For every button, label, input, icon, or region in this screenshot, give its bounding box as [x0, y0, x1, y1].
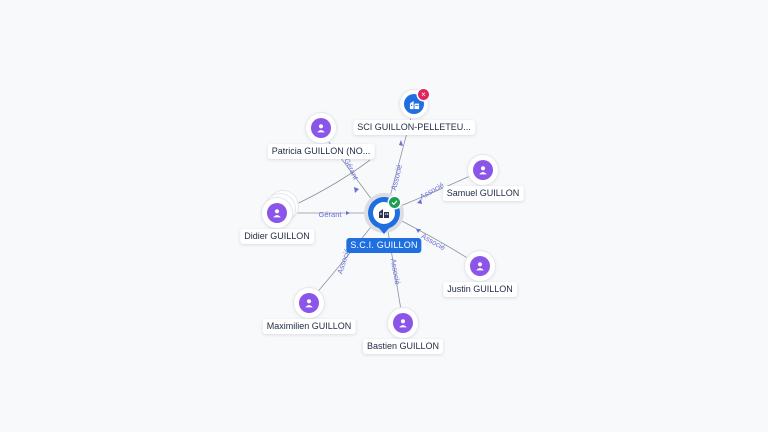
edge-label: Gérant — [319, 210, 343, 219]
person-avatar[interactable] — [468, 155, 498, 185]
person-icon — [393, 313, 413, 333]
person-avatar[interactable] — [306, 113, 336, 143]
edge-label: Associé — [389, 258, 402, 285]
closed-x-badge-icon: × — [418, 89, 429, 100]
person-icon — [311, 118, 331, 138]
person-avatar[interactable] — [262, 198, 292, 228]
pin-tip — [378, 227, 390, 234]
person-icon — [299, 293, 319, 313]
node-label[interactable]: Justin GUILLON — [443, 282, 517, 297]
building-icon — [373, 202, 395, 224]
node-label[interactable]: Patricia GUILLON (NO... — [267, 144, 375, 159]
node-label[interactable]: Samuel GUILLON — [442, 186, 524, 201]
node-label[interactable]: Bastien GUILLON — [362, 339, 444, 354]
check-badge-icon — [389, 197, 400, 208]
person-avatar[interactable] — [388, 308, 418, 338]
node-label[interactable]: SCI GUILLON-PELLETEU... — [353, 120, 475, 135]
edge-label: Associé — [420, 231, 447, 252]
node-label[interactable]: Didier GUILLON — [240, 229, 314, 244]
person-icon — [267, 203, 287, 223]
person-avatar[interactable] — [465, 251, 495, 281]
person-avatar[interactable] — [294, 288, 324, 318]
edge-label: Associé — [418, 180, 445, 201]
building-icon — [404, 94, 424, 114]
node-label[interactable]: Maximilien GUILLON — [262, 319, 356, 334]
company-avatar[interactable] — [400, 90, 428, 118]
edge-label: Gérant — [342, 157, 361, 182]
person-icon — [470, 256, 490, 276]
company-pin[interactable] — [368, 197, 400, 229]
edge-label: Associé — [389, 164, 404, 192]
person-icon — [473, 160, 493, 180]
center-label[interactable]: S.C.I. GUILLON — [346, 238, 422, 253]
